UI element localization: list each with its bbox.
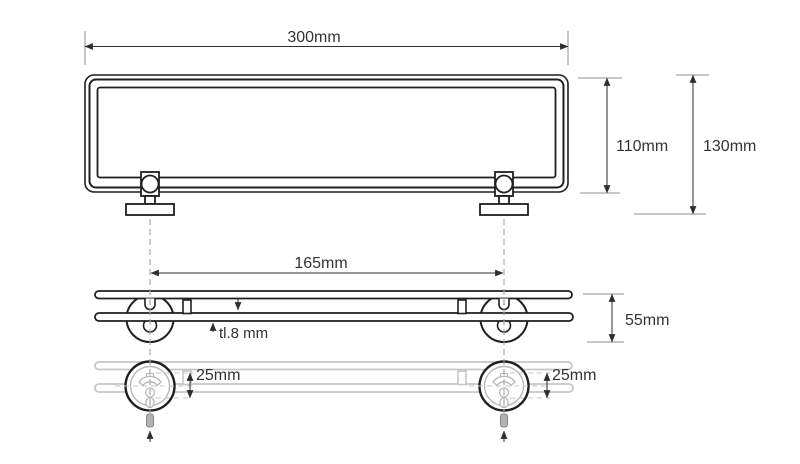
right-glass-clip [457,299,467,315]
overall-height-label: 130mm [703,138,756,155]
bottom-view [94,360,574,442]
shelf-height-label: 110mm [616,138,668,155]
left-bracket [125,171,175,216]
rail-outer-edge [84,74,569,193]
right-hole-spacing-label: 25mm [552,367,596,384]
right-bracket [479,171,529,216]
left-bracket-knuckle [140,174,160,194]
left-bracket-base [125,203,175,216]
right-bracket-base [479,203,529,216]
right-bracket-post [498,195,510,205]
glass-shelf-edge [96,86,557,179]
centerlines [115,219,550,413]
dimension-side-depth: 55mm [583,293,669,343]
left-hole-spacing-label: 25mm [196,367,240,384]
dimension-mount-spacing: 165mm [150,255,504,277]
glass-shelf-side [94,312,574,322]
dimension-glass-thickness: tl.8 mm [209,299,268,342]
side-view [94,290,574,343]
rail-silhouette [94,361,573,371]
dimension-left-hole-spacing: 25mm [186,367,240,399]
right-keyhole-slot [492,375,516,387]
right-anchor-pin [500,413,508,428]
dimension-overall-height: 130mm [634,74,756,215]
dimension-overall-width: 300mm [84,29,569,65]
overall-width-label: 300mm [287,29,340,46]
left-bracket-post [144,195,156,205]
left-anchor-pin [146,413,154,428]
glass-thickness-label: tl.8 mm [219,325,268,342]
dimension-shelf-height: 110mm [578,77,668,194]
right-bracket-knuckle [494,174,514,194]
right-clip-silhouette [457,370,467,386]
rail-side [94,290,573,300]
left-keyhole-slot [138,375,162,387]
front-view [84,74,569,216]
dimension-right-hole-spacing: 25mm [543,367,596,399]
glass-silhouette [94,383,574,393]
rail-inner-edge [88,78,565,189]
mount-spacing-label: 165mm [294,255,347,272]
side-depth-label: 55mm [625,312,669,329]
left-glass-clip [182,299,192,315]
